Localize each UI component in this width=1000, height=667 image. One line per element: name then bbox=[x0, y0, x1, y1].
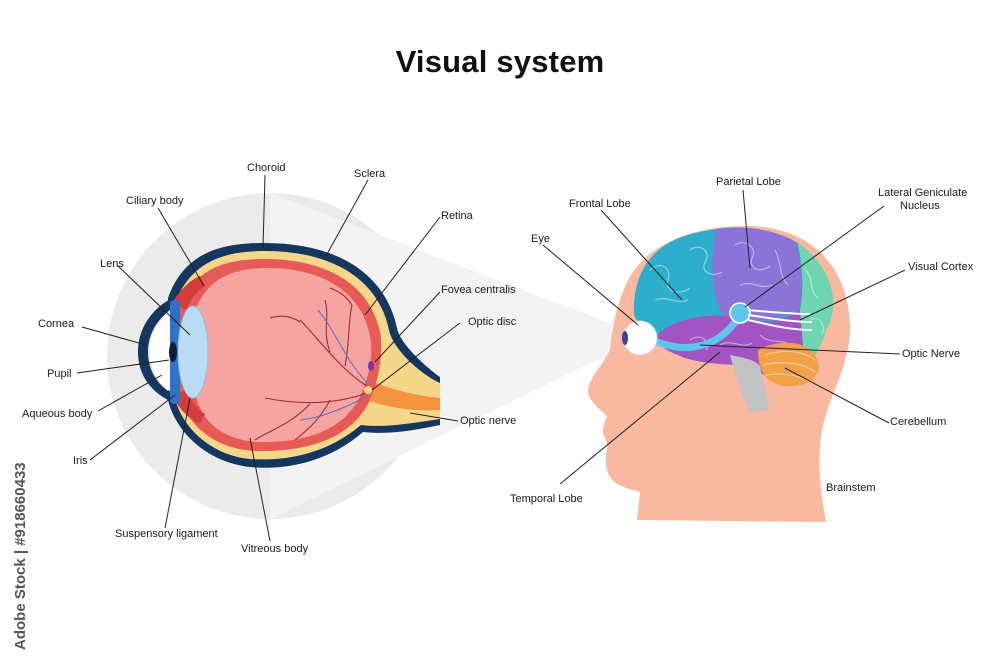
eye-leader-lines bbox=[76, 174, 461, 542]
stock-watermark: Adobe Stock | #918660433 bbox=[12, 462, 29, 650]
lateral-geniculate-nucleus bbox=[729, 302, 751, 324]
label-temporal-lobe: Temporal Lobe bbox=[510, 493, 583, 505]
optic-disc-mark bbox=[364, 386, 372, 394]
label-parietal-lobe: Parietal Lobe bbox=[716, 176, 781, 188]
retinal-blood-vessels bbox=[254, 287, 371, 441]
label-sclera: Sclera bbox=[354, 168, 386, 180]
label-eye: Eye bbox=[531, 233, 550, 245]
page-title: Visual system bbox=[395, 44, 605, 79]
label-retina: Retina bbox=[441, 210, 474, 222]
label-suspensory-ligament: Suspensory ligament bbox=[115, 528, 218, 540]
brain-labels: Parietal Lobe Lateral Geniculate Nucleus… bbox=[510, 176, 974, 505]
cerebellum-folia bbox=[762, 350, 816, 383]
label-lateral-geniculate-line1: Lateral Geniculate bbox=[878, 187, 967, 199]
label-frontal-lobe: Frontal Lobe bbox=[569, 198, 631, 210]
label-cerebellum: Cerebellum bbox=[890, 416, 946, 428]
eye-cross-section bbox=[107, 193, 628, 519]
label-fovea-centralis: Fovea centralis bbox=[441, 284, 516, 296]
cornea bbox=[138, 298, 176, 402]
head-eyeball-iris bbox=[622, 331, 628, 345]
label-aqueous-body: Aqueous body bbox=[22, 408, 93, 420]
head-profile bbox=[587, 225, 851, 523]
vitreous-body bbox=[196, 268, 372, 443]
label-lateral-geniculate-line2: Nucleus bbox=[900, 200, 940, 212]
label-iris: Iris bbox=[73, 455, 88, 467]
brainstem bbox=[730, 355, 770, 412]
parietal-lobe bbox=[712, 227, 802, 322]
label-optic-disc: Optic disc bbox=[468, 316, 517, 328]
aqueous-chamber bbox=[150, 306, 175, 395]
optic-nerve-fibres bbox=[362, 378, 440, 411]
lens bbox=[177, 305, 209, 399]
pupil bbox=[169, 342, 177, 362]
optic-radiation bbox=[747, 309, 813, 331]
label-optic-nerve-brain: Optic Nerve bbox=[902, 348, 960, 360]
brain-sulci bbox=[649, 242, 824, 351]
label-ciliary-body: Ciliary body bbox=[126, 195, 184, 207]
ciliary-body bbox=[172, 276, 205, 310]
label-vitreous-body: Vitreous body bbox=[241, 543, 309, 555]
label-choroid: Choroid bbox=[247, 162, 286, 174]
label-pupil: Pupil bbox=[47, 368, 71, 380]
head-eyeball bbox=[622, 320, 658, 356]
label-optic-nerve-eye: Optic nerve bbox=[460, 415, 516, 427]
label-brainstem: Brainstem bbox=[826, 482, 876, 494]
fovea-mark bbox=[368, 361, 374, 371]
label-lens: Lens bbox=[100, 258, 124, 270]
label-visual-cortex: Visual Cortex bbox=[908, 261, 974, 273]
occipital-visual-cortex-lobe bbox=[790, 227, 834, 377]
brain-leader-lines bbox=[542, 189, 906, 485]
retinal-veins bbox=[299, 309, 369, 421]
label-cornea: Cornea bbox=[38, 318, 75, 330]
eye-labels: Choroid Sclera Ciliary body Retina Lens … bbox=[22, 162, 517, 555]
